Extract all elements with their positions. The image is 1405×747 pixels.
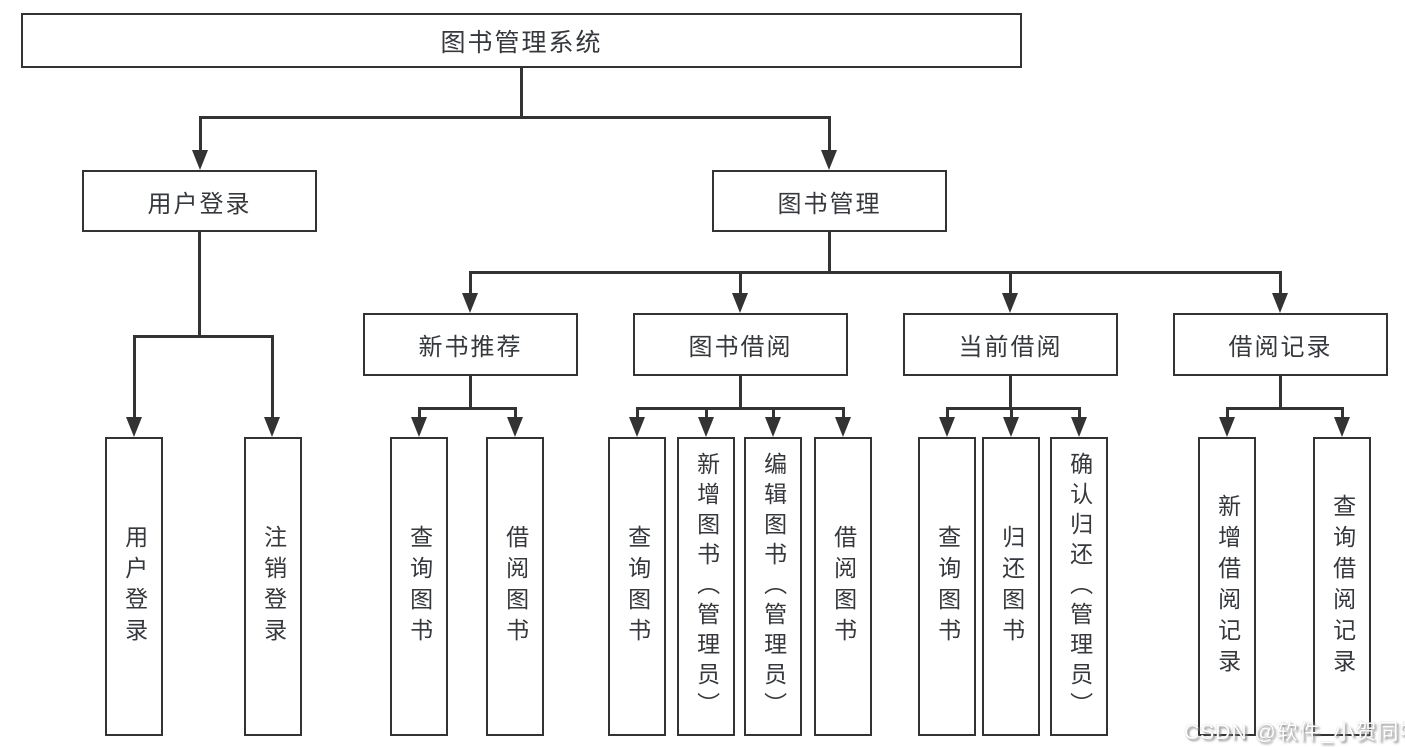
connector-line [1009, 375, 1012, 410]
node-label: 确认归还（管理员） [1066, 451, 1093, 722]
arrow-down-icon [1272, 293, 1288, 313]
node-current-borrowing: 当前借阅 [903, 313, 1118, 376]
connector-line [772, 407, 775, 420]
connector-line [133, 335, 136, 420]
leaf-borrow-books: 借阅图书 [814, 437, 872, 736]
connector-line [520, 67, 523, 118]
connector-line [271, 335, 274, 420]
node-label: 用户登录 [147, 190, 252, 218]
node-library-management-system: 图书管理系统 [21, 13, 1022, 68]
arrow-down-icon [1002, 293, 1018, 313]
connector-line [946, 407, 949, 420]
node-book-borrowing: 图书借阅 [633, 313, 848, 376]
connector-line [828, 116, 831, 153]
leaf-edit-books-admin: 编辑图书（管理员） [744, 437, 802, 736]
leaf-query-borrow-record: 查询借阅记录 [1313, 437, 1371, 736]
node-label: 查询图书 [934, 524, 961, 649]
connector-line [199, 116, 831, 119]
connector-line [705, 407, 708, 420]
node-label: 当前借阅 [958, 334, 1063, 361]
connector-line [828, 231, 831, 274]
arrow-down-icon [821, 150, 837, 170]
arrow-down-icon [629, 417, 645, 437]
leaf-query-books-recommend: 查询图书 [390, 437, 448, 736]
connector-line [739, 375, 742, 410]
node-label: 图书管理 [777, 190, 882, 218]
node-new-book-recommendation: 新书推荐 [363, 313, 578, 376]
connector-line [469, 271, 472, 297]
connector-line [1226, 407, 1229, 420]
node-label: 借阅图书 [502, 524, 529, 649]
arrow-down-icon [732, 293, 748, 313]
connector-line [1010, 407, 1013, 420]
connector-line [1279, 271, 1282, 297]
connector-line [133, 335, 274, 338]
leaf-confirm-return-admin: 确认归还（管理员） [1050, 437, 1108, 736]
node-label: 用户登录 [121, 524, 148, 649]
connector-line [1078, 407, 1081, 420]
leaf-borrow-books-recommend: 借阅图书 [486, 437, 544, 736]
arrow-down-icon [192, 150, 208, 170]
arrow-down-icon [1071, 417, 1087, 437]
node-label: 图书借阅 [688, 334, 793, 361]
connector-line [1009, 271, 1012, 297]
arrow-down-icon [765, 417, 781, 437]
arrow-down-icon [1334, 417, 1350, 437]
connector-line [1226, 407, 1344, 410]
arrow-down-icon [939, 417, 955, 437]
arrow-down-icon [507, 417, 523, 437]
connector-line [1341, 407, 1344, 420]
connector-line [1279, 375, 1282, 410]
node-label: 查询图书 [406, 524, 433, 649]
connector-line [739, 271, 742, 297]
leaf-query-books-current: 查询图书 [918, 437, 976, 736]
node-label: 图书管理系统 [440, 28, 603, 57]
node-book-management: 图书管理 [712, 170, 947, 232]
node-label: 借阅图书 [830, 524, 857, 649]
node-label: 新书推荐 [418, 334, 523, 361]
leaf-user-login: 用户登录 [105, 437, 163, 736]
node-label: 查询图书 [624, 524, 651, 649]
leaf-add-books-admin: 新增图书（管理员） [677, 437, 735, 736]
arrow-down-icon [835, 417, 851, 437]
arrow-down-icon [698, 417, 714, 437]
arrow-down-icon [126, 417, 142, 437]
csdn-watermark: CSDN @软件_小贺同学 [1184, 721, 1405, 744]
node-label: 查询借阅记录 [1329, 493, 1356, 680]
arrow-down-icon [1219, 417, 1235, 437]
connector-line [469, 271, 1282, 274]
connector-line [198, 231, 201, 338]
node-label: 编辑图书（管理员） [760, 451, 787, 722]
connector-line [418, 407, 517, 410]
leaf-return-books: 归还图书 [982, 437, 1040, 736]
connector-line [199, 116, 202, 153]
node-label: 新增借阅记录 [1214, 493, 1241, 680]
connector-line [636, 407, 845, 410]
arrow-down-icon [411, 417, 427, 437]
leaf-logout: 注销登录 [244, 437, 302, 736]
node-label: 注销登录 [260, 524, 287, 649]
connector-line [469, 375, 472, 410]
arrow-down-icon [462, 293, 478, 313]
connector-line [946, 407, 1081, 410]
arrow-down-icon [1003, 417, 1019, 437]
connector-line [514, 407, 517, 420]
leaf-query-books-borrowing: 查询图书 [608, 437, 666, 736]
connector-line [636, 407, 639, 420]
connector-line [418, 407, 421, 420]
connector-line [842, 407, 845, 420]
arrow-down-icon [264, 417, 280, 437]
node-label: 归还图书 [998, 524, 1025, 649]
node-user-login: 用户登录 [82, 170, 317, 232]
node-label: 借阅记录 [1228, 334, 1333, 361]
leaf-add-borrow-record: 新增借阅记录 [1198, 437, 1256, 736]
node-label: 新增图书（管理员） [693, 451, 720, 722]
node-borrowing-records: 借阅记录 [1173, 313, 1388, 376]
